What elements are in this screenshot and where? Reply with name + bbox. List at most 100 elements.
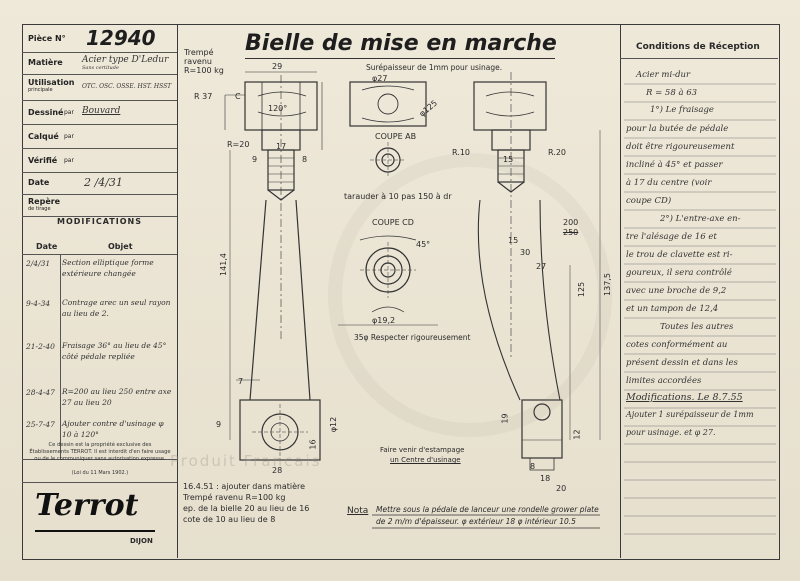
- respecter-note: 35φ Respecter rigoureusement: [354, 333, 471, 342]
- row-piece: Pièce N° 12940: [22, 24, 177, 53]
- matiere-note: Sans certitude: [82, 65, 119, 71]
- matiere-label: Matière: [28, 58, 63, 67]
- dim-17: 17: [276, 142, 287, 151]
- label-c: C: [235, 92, 241, 101]
- dim-200: 200: [563, 218, 579, 227]
- conditions-modif-title: Modifications. Le 8.7.55: [626, 392, 743, 403]
- row-date: Date 2 /4/31: [22, 172, 177, 195]
- row-dessine: Dessiné par Bouvard: [22, 100, 177, 125]
- modifications-head-objet: Objet: [108, 242, 133, 251]
- dim-r20-left: R=20: [227, 140, 250, 149]
- dim-8-b: 8: [530, 462, 536, 471]
- dim-15-b: 15: [508, 236, 519, 245]
- piece-label: Pièce N°: [28, 34, 66, 43]
- trempe-label: Trempé: [184, 48, 214, 57]
- drawing-title: Bielle de mise en marche: [245, 31, 557, 56]
- mod-objet: R=200 au lieu 250 entre axe 27 au lieu 2…: [62, 387, 172, 407]
- conditions-line: le trou de clavette est ri-: [626, 250, 733, 260]
- mod-date: 25-7-47: [26, 420, 55, 429]
- mod-objet: Ajouter contre d'usinage φ 10 à 120°: [62, 419, 164, 439]
- logo-city: DIJON: [130, 537, 153, 545]
- modifications-head-date: Date: [36, 242, 58, 251]
- conditions-line: incliné à 45° et passer: [626, 160, 723, 170]
- dim-8: 8: [302, 155, 308, 164]
- conditions-line: et un tampon de 12,4: [626, 304, 719, 314]
- conditions-line: doit être rigoureusement: [626, 142, 735, 152]
- note-ep-bielle: ep. de la bielle 20 au lieu de 16: [183, 504, 310, 513]
- dim-r37: R 37: [194, 92, 213, 101]
- row-matiere: Matière Acier type D'Ledur Sans certitud…: [22, 52, 177, 75]
- centre-usinage-note: un Centre d'usinage: [390, 456, 461, 464]
- dim-250: 250: [563, 228, 579, 237]
- faire-venir-note: Faire venir d'estampage: [380, 446, 465, 454]
- matiere-value: Acier type D'Ledur: [82, 55, 169, 65]
- dim-30: 30: [520, 248, 531, 257]
- conditions-line: tre l'alésage de 16 et: [626, 232, 717, 242]
- dim-45-deg: 45°: [416, 240, 431, 249]
- stamp-mark: [328, 153, 612, 437]
- conditions-line: goureux, il sera contrôlé: [626, 268, 732, 278]
- dim-r10: R.10: [452, 148, 470, 157]
- note-16-4-51: 16.4.51 : ajouter dans matière: [183, 482, 306, 491]
- tarauder-note: tarauder à 10 pas 150 à dr: [344, 192, 452, 201]
- note-trempe: Trempé ravenu R=100 kg: [183, 493, 286, 502]
- conditions-line: 1°) Le fraisage: [650, 105, 714, 115]
- trempe-label-2: ravenu: [184, 57, 212, 66]
- conditions-modif-1: Ajouter 1 surépaisseur de 1mm: [626, 410, 754, 419]
- dim-9-b: 9: [216, 420, 222, 429]
- dim-27: 27: [536, 262, 547, 271]
- coupe-ab-view: [349, 81, 427, 127]
- dessine-by: par: [64, 109, 74, 116]
- conditions-line: pour la butée de pédale: [626, 124, 729, 134]
- title-block: Pièce N° 12940 Matière Acier type D'Ledu…: [22, 24, 178, 558]
- watermark: Produit Francais: [170, 452, 322, 470]
- dim-r20-right: R.20: [548, 148, 566, 157]
- legal-loi: (Loi du 11 Mars 1902.): [71, 470, 129, 476]
- dim-120: 120°: [268, 104, 288, 113]
- nota-text: Mettre sous la pédale de lanceur une ron…: [376, 505, 599, 526]
- legal-notice: Ce dessin est la propriété exclusive des…: [29, 442, 171, 462]
- sheet-frame: [22, 24, 780, 560]
- coupe-ab-label: COUPE AB: [375, 132, 417, 141]
- mod-date: 9-4-34: [26, 299, 51, 308]
- conditions-line: présent dessin et dans les: [626, 358, 738, 368]
- conditions-line: Acier mi-dur: [636, 70, 691, 80]
- dim-phi27: φ27: [372, 74, 388, 83]
- piece-number: 12940: [86, 26, 156, 50]
- date-label: Date: [28, 178, 50, 187]
- dessine-label: Dessiné: [28, 108, 64, 117]
- conditions-line: limites accordées: [626, 376, 702, 386]
- mod-date: 2/4/31: [26, 259, 51, 268]
- row-calque: Calqué par: [22, 124, 177, 149]
- dim-7: 7: [238, 377, 244, 386]
- conditions-line: 2°) L'entre-axe en-: [660, 214, 741, 224]
- modifications-title: MODIFICATIONS: [57, 217, 142, 226]
- mod-objet: Contrage arec un seul rayon au lieu de 2…: [62, 298, 171, 318]
- conditions-line: Toutes les autres: [660, 322, 734, 332]
- dim-phi19-2: φ19,2: [372, 316, 396, 325]
- conditions-line: cotes conformément au: [626, 340, 728, 350]
- conditions-panel: [620, 24, 779, 558]
- nota-label: Nota: [347, 506, 369, 516]
- logo-underline: [35, 530, 155, 532]
- calque-label: Calqué: [28, 132, 59, 141]
- dim-29: 29: [272, 62, 283, 71]
- coupe-cd-label: COUPE CD: [372, 218, 414, 227]
- dessine-value: Bouvard: [82, 106, 121, 116]
- verifie-by: par: [64, 157, 74, 164]
- mod-objet: Section elliptique forme extérieure chan…: [62, 258, 154, 278]
- conditions-title: Conditions de Réception: [636, 42, 760, 52]
- conditions-line: avec une broche de 9,2: [626, 286, 727, 296]
- dim-18: 18: [540, 474, 551, 483]
- mod-objet: Fraisage 36° au lieu de 45° côté pédale …: [62, 341, 167, 361]
- dim-9: 9: [252, 155, 258, 164]
- conditions-line: coupe CD): [626, 196, 672, 206]
- dim-28: 28: [272, 466, 283, 475]
- mod-date: 21-2-40: [26, 342, 55, 351]
